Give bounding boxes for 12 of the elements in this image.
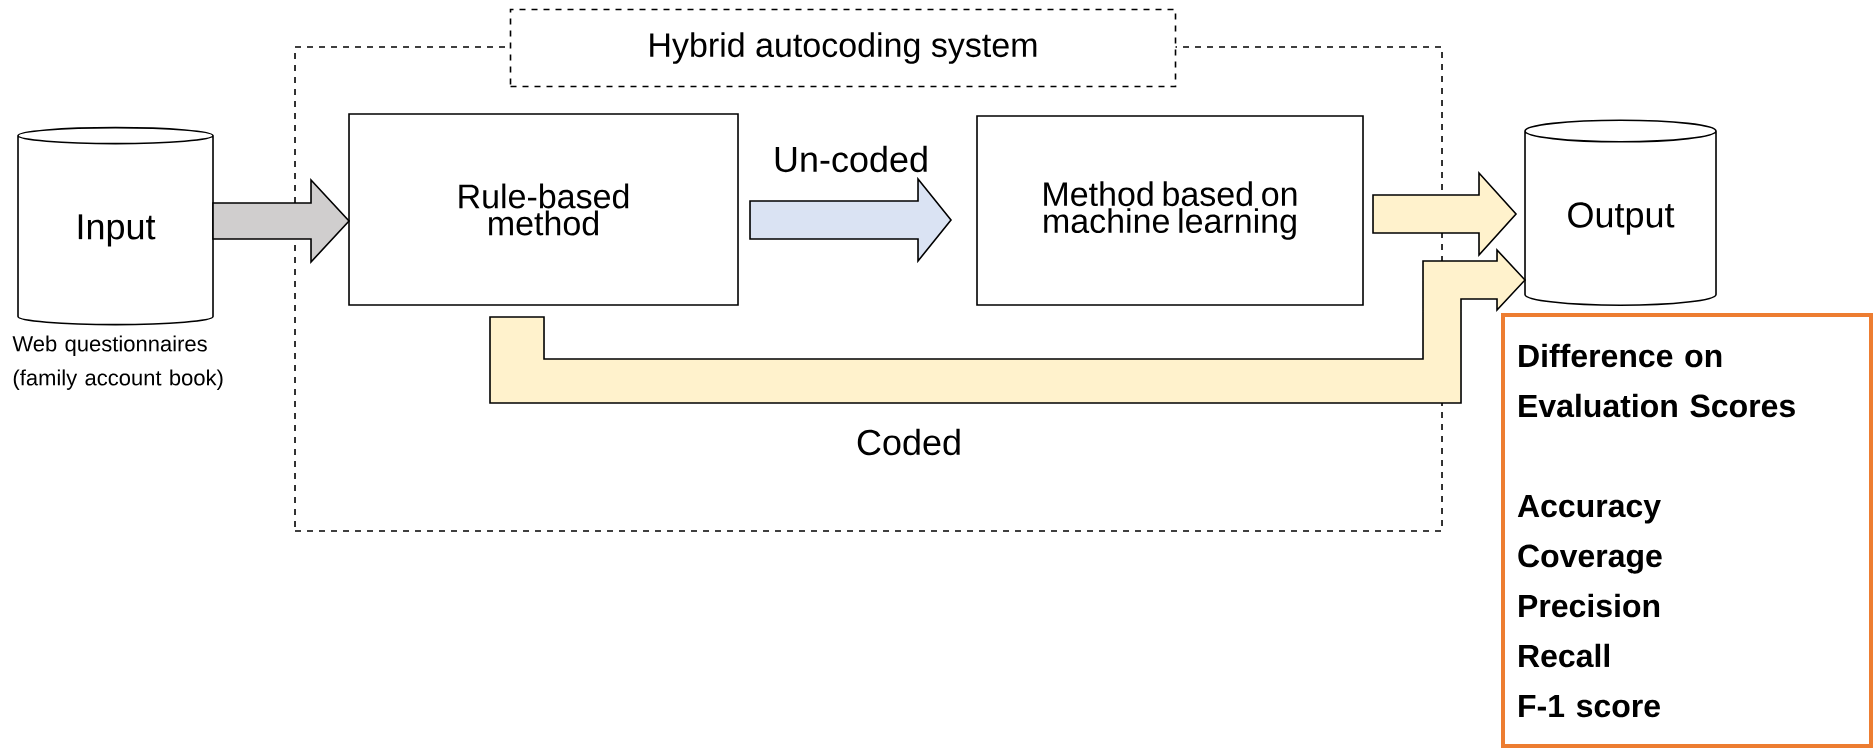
metrics-box: Difference on Evaluation Scores Accuracy Coverage Precision Recall F-1 score (1501, 313, 1873, 748)
database-cylinder: Input (17, 126, 214, 326)
block-arrow (1372, 170, 1518, 258)
process-box: Rule-based method (348, 113, 739, 306)
database-cylinder: Output (1524, 119, 1717, 306)
block-arrow (212, 177, 351, 265)
caption-text: Web questionnaires (family account book) (12, 335, 223, 390)
block-arrow (749, 176, 953, 264)
process-box: Method based on machine learning (976, 115, 1364, 306)
edge-label: Coded (851, 424, 967, 460)
edge-label: Un-coded (768, 141, 934, 177)
block-arrow (489, 247, 1527, 404)
